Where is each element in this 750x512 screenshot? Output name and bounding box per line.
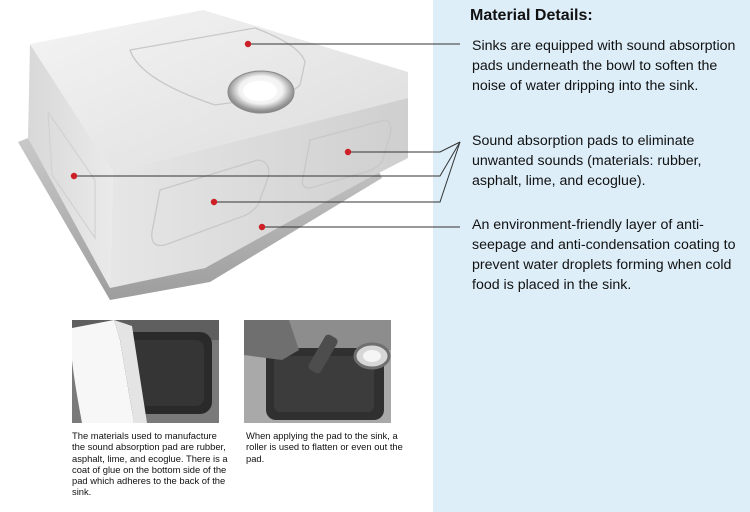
details-panel (433, 0, 750, 512)
pad-application-photo (244, 320, 391, 423)
leader-line-2a (348, 141, 461, 153)
leader-line-2b (74, 141, 461, 177)
marker-dot (210, 198, 218, 206)
marker-dot (344, 148, 352, 156)
marker-dot (244, 40, 252, 48)
marker-dot (258, 223, 266, 231)
leader-line-2c (214, 141, 461, 203)
marker-dot (70, 172, 78, 180)
detail-item: Sinks are equipped with sound absorption… (472, 38, 736, 94)
pad-materials-caption: The materials used to manufacture the so… (72, 430, 228, 498)
pad-application-caption: When applying the pad to the sink, a rol… (246, 430, 403, 464)
detail-item: Sound absorption pads to eliminate unwan… (472, 133, 702, 189)
callout-leaders (70, 40, 461, 231)
sink-underside-image (18, 10, 408, 300)
detail-item: An environment-friendly layer of anti-se… (472, 217, 736, 293)
pad-materials-photo (72, 320, 219, 423)
details-heading: Material Details: (470, 7, 593, 24)
